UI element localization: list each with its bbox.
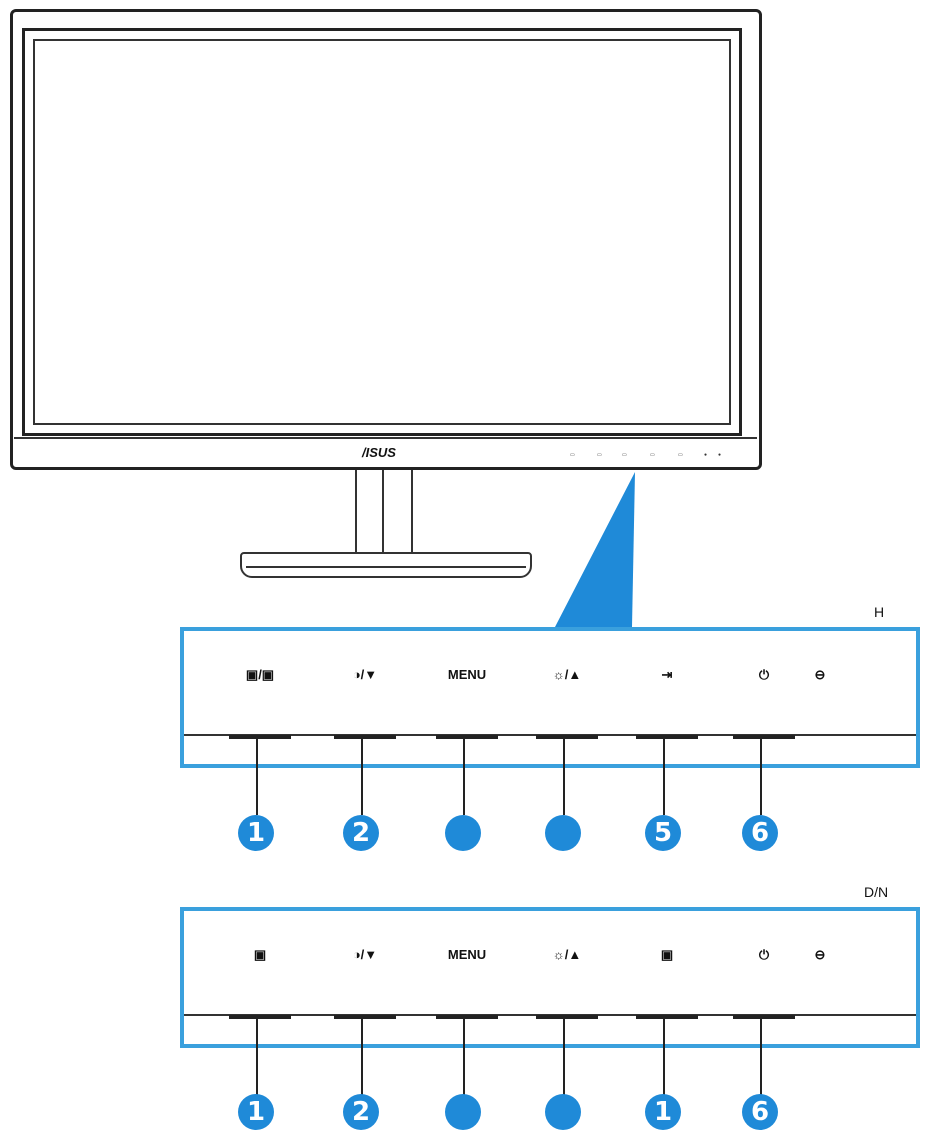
stem (361, 735, 363, 815)
button-3[interactable] (436, 1015, 498, 1019)
callout-badge-3 (445, 1094, 481, 1130)
stand-neck (355, 470, 413, 558)
button-5[interactable] (636, 735, 698, 739)
stem (256, 1015, 258, 1095)
button-5[interactable] (636, 1015, 698, 1019)
menu-label: MENU (447, 947, 487, 962)
button-4[interactable] (536, 735, 598, 739)
contrast-down-icon: ◑/▼ (352, 947, 378, 962)
button-6[interactable] (733, 1015, 795, 1019)
callout-badge-2: 2 (343, 815, 379, 851)
input-source-icon: ⇥ (661, 667, 673, 682)
brightness-up-icon: ☼/▲ (552, 947, 582, 962)
monitor-bezel (22, 28, 742, 436)
contrast-down-icon: ◑/▼ (352, 667, 378, 682)
mini-button-3: ▭ (622, 452, 627, 458)
stem (663, 1015, 665, 1095)
brand-logo: /ISUS (362, 445, 396, 460)
button-6[interactable] (733, 735, 795, 739)
stand-neck-center (382, 470, 384, 560)
mini-button-7: ● (718, 452, 722, 458)
callout-badge-2: 2 (343, 1094, 379, 1130)
power-indicator-icon: ⊖ (814, 947, 826, 962)
stem (463, 1015, 465, 1095)
button-4[interactable] (536, 1015, 598, 1019)
menu-label: MENU (447, 667, 487, 682)
mini-button-6: ● (704, 452, 708, 458)
image-icon: ▣ (660, 947, 674, 962)
callout-badge-6: 6 (742, 1094, 778, 1130)
button-1[interactable] (229, 1015, 291, 1019)
monitor-screen (33, 39, 731, 425)
button-panel-h: ▣/▣ ◑/▼ MENU ☼/▲ ⇥ ⏻ ⊖ (180, 627, 920, 768)
button-1[interactable] (229, 735, 291, 739)
stem (663, 735, 665, 815)
mini-button-1: ▭ (570, 452, 575, 458)
stand-base (240, 552, 532, 578)
stem (463, 735, 465, 815)
callout-badge-1: 1 (238, 1094, 274, 1130)
stem (563, 1015, 565, 1095)
button-2[interactable] (334, 1015, 396, 1019)
bezel-bottom-line (14, 437, 757, 439)
callout-wedge-shape (555, 472, 635, 627)
callout-badge-4 (545, 815, 581, 851)
callout-badge-5: 1 (645, 1094, 681, 1130)
button-2[interactable] (334, 735, 396, 739)
stem (760, 735, 762, 815)
stand-base-line (246, 566, 526, 568)
input-select-icon: ▣/▣ (245, 667, 275, 682)
button-3[interactable] (436, 735, 498, 739)
callout-badge-1: 1 (238, 815, 274, 851)
stem (361, 1015, 363, 1095)
power-indicator-icon: ⊖ (814, 667, 826, 682)
panel-label-h: H (874, 604, 885, 620)
brightness-up-icon: ☼/▲ (552, 667, 582, 682)
mini-button-4: ▭ (650, 452, 655, 458)
power-icon: ⏻ (758, 667, 770, 682)
stem (256, 735, 258, 815)
callout-badge-6: 6 (742, 815, 778, 851)
mini-button-5: ▭ (678, 452, 683, 458)
power-icon: ⏻ (758, 947, 770, 962)
button-panel-dn: ▣ ◑/▼ MENU ☼/▲ ▣ ⏻ ⊖ (180, 907, 920, 1048)
callout-badge-4 (545, 1094, 581, 1130)
panel-label-dn: D/N (864, 884, 889, 900)
display-icon: ▣ (253, 947, 267, 962)
mini-button-2: ▭ (597, 452, 602, 458)
stem (760, 1015, 762, 1095)
stem (563, 735, 565, 815)
callout-badge-5: 5 (645, 815, 681, 851)
callout-badge-3 (445, 815, 481, 851)
